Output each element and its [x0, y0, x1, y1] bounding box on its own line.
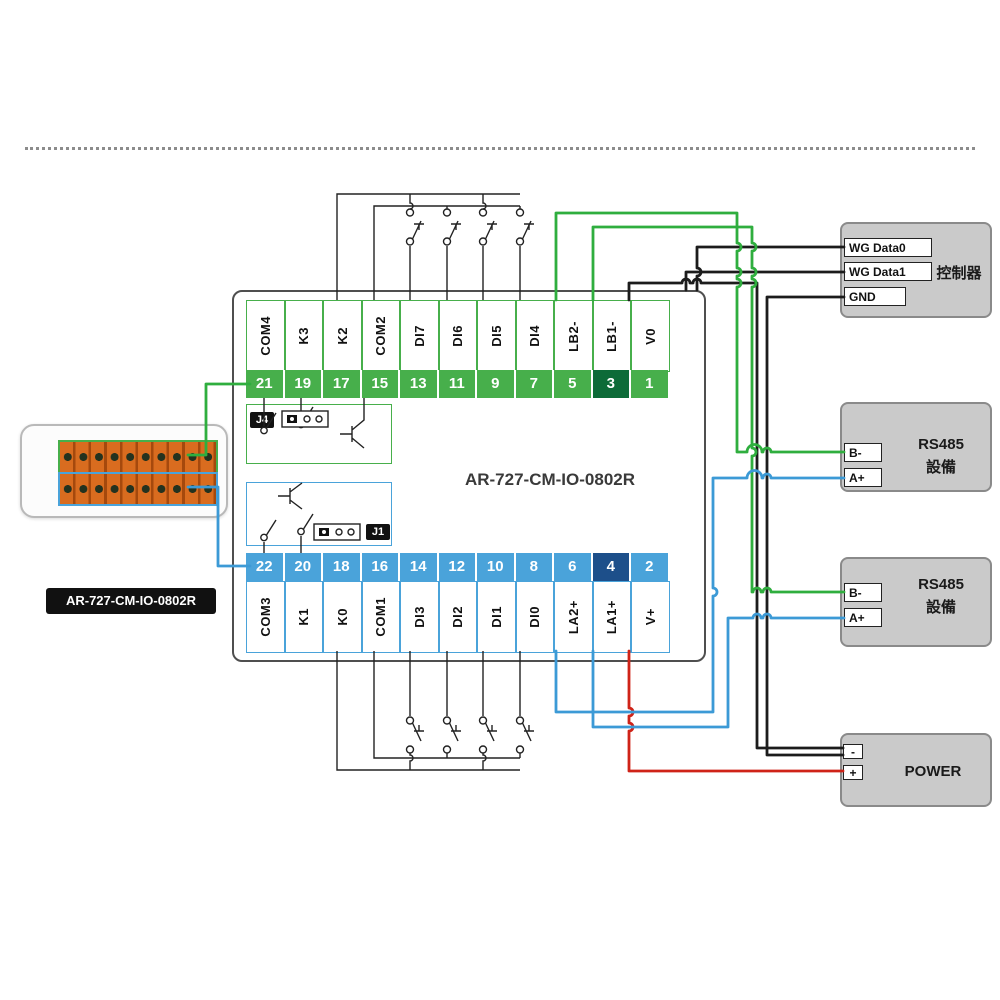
terminal-number-cell: 12 — [438, 553, 477, 581]
dotted-separator — [25, 147, 975, 150]
power-pin-plus: + — [843, 765, 863, 780]
terminal-connector-image — [20, 424, 228, 518]
terminal-number-cell: 11 — [438, 370, 477, 398]
wg-data0-wire — [695, 245, 846, 292]
terminal-label-cell: DI7 — [400, 300, 439, 372]
terminal-number-cell: 17 — [323, 370, 362, 398]
terminal-number-cell: 2 — [631, 553, 668, 581]
terminal-number-cell: 8 — [515, 553, 554, 581]
terminal-label-cell: K0 — [323, 581, 362, 653]
terminal-label-cell: V0 — [631, 300, 670, 372]
terminal-label-cell: DI1 — [477, 581, 516, 653]
top-terminal-numbers: 21 19 17 15 13 11 9 7 5 3 1 — [246, 370, 668, 398]
terminal-number-cell: 6 — [554, 553, 593, 581]
terminal-number-cell: 9 — [477, 370, 516, 398]
red-power-wire — [627, 649, 845, 773]
power-label: POWER — [904, 763, 962, 780]
terminal-number-cell: 20 — [284, 553, 323, 581]
bottom-terminal-labels: COM3 K1 K0 COM1 DI3 DI2 DI1 DI0 LA2+ LA1… — [246, 581, 670, 653]
terminal-label-cell: DI4 — [515, 300, 554, 372]
wg-data1-wire — [684, 270, 846, 292]
terminal-number-cell: 13 — [400, 370, 439, 398]
terminal-label-cell: DI5 — [477, 300, 516, 372]
terminal-label-cell: COM3 — [246, 581, 285, 653]
terminal-label-cell: K3 — [284, 300, 323, 372]
top-terminal-labels: COM4 K3 K2 COM2 DI7 DI6 DI5 DI4 LB2- LB1… — [246, 300, 670, 372]
jumper-j1-label: J1 — [366, 524, 390, 540]
connector-strip-green — [58, 440, 218, 474]
connector-model-label: AR-727-CM-IO-0802R — [46, 588, 216, 614]
connector-strip-blue — [58, 472, 218, 506]
terminal-label-cell: LB2- — [554, 300, 593, 372]
terminal-label-cell: V+ — [631, 581, 670, 653]
terminal-label-cell: K2 — [323, 300, 362, 372]
controller-pin-gnd: GND — [844, 287, 906, 306]
rs485-2-label-line1: RS485 — [918, 576, 964, 593]
di-input-switches-bottom — [336, 650, 535, 771]
rs485-2-pin-a: A+ — [844, 608, 882, 627]
jumper-j4-label: J4 — [250, 412, 274, 428]
terminal-label-cell: LB1- — [592, 300, 631, 372]
terminal-number-cell-highlighted: 3 — [592, 370, 631, 398]
terminal-number-cell-highlighted: 4 — [592, 553, 631, 581]
terminal-number-cell: 19 — [284, 370, 323, 398]
terminal-number-cell: 7 — [515, 370, 554, 398]
terminal-number-cell: 5 — [554, 370, 593, 398]
terminal-label-cell: DI3 — [400, 581, 439, 653]
rs485-1-label-line1: RS485 — [918, 436, 964, 453]
di-input-switches-top — [336, 193, 535, 301]
controller-pin-wg-data1: WG Data1 — [844, 262, 932, 281]
terminal-number-cell: 21 — [246, 370, 285, 398]
rs485-2-pin-b: B- — [844, 583, 882, 602]
terminal-number-cell: 14 — [400, 553, 439, 581]
terminal-label-cell: COM1 — [361, 581, 400, 653]
terminal-label-cell: K1 — [284, 581, 323, 653]
controller-label: 控制器 — [936, 265, 982, 282]
rs485-1-pin-b: B- — [844, 443, 882, 462]
terminal-number-cell: 1 — [631, 370, 668, 398]
terminal-number-cell: 15 — [361, 370, 400, 398]
rs485-1-pin-a: A+ — [844, 468, 882, 487]
terminal-label-cell: DI2 — [438, 581, 477, 653]
terminal-label-cell: COM2 — [361, 300, 400, 372]
terminal-label-cell: DI6 — [438, 300, 477, 372]
bottom-terminal-numbers: 22 20 18 16 14 12 10 8 6 4 2 — [246, 553, 668, 581]
terminal-label-cell: DI0 — [515, 581, 554, 653]
terminal-label-cell: LA1+ — [592, 581, 631, 653]
rs485-2-label-line2: 設備 — [925, 599, 956, 616]
controller-pin-wg-data0: WG Data0 — [844, 238, 932, 257]
power-pin-minus: - — [843, 744, 863, 759]
terminal-label-cell: LA2+ — [554, 581, 593, 653]
gnd-wire — [765, 295, 846, 757]
device-model-title: AR-727-CM-IO-0802R — [464, 470, 636, 489]
terminal-number-cell: 18 — [323, 553, 362, 581]
terminal-number-cell: 16 — [361, 553, 400, 581]
terminal-number-cell: 10 — [477, 553, 516, 581]
terminal-number-cell: 22 — [246, 553, 285, 581]
rs485-box-2 — [840, 557, 992, 647]
terminal-label-cell: COM4 — [246, 300, 285, 372]
rs485-1-label-line2: 設備 — [925, 459, 956, 476]
